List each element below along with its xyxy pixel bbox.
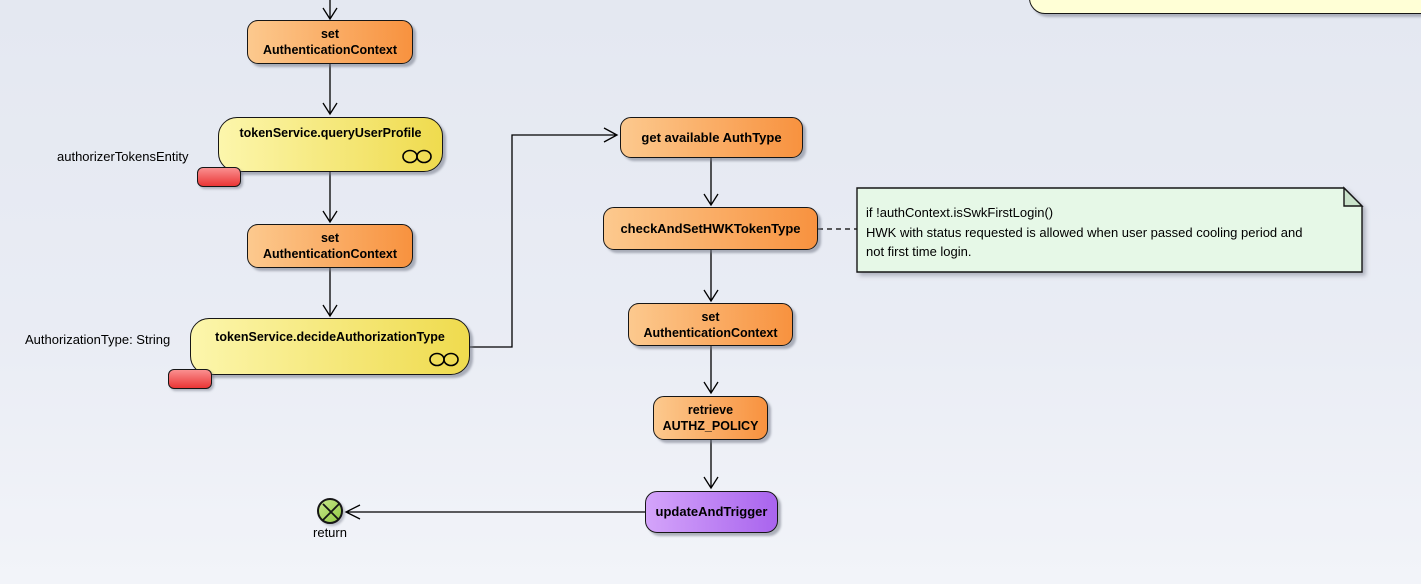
call-behavior-icon	[400, 149, 434, 164]
activity-token-service-query-user-profile[interactable]: tokenService.queryUserProfile	[218, 117, 443, 172]
activity-set-authentication-context-3[interactable]: set AuthenticationContext	[628, 303, 793, 346]
note-text: if !authContext.isSwkFirstLogin() HWK wi…	[866, 205, 1303, 259]
activity-check-and-set-hwk-token-type[interactable]: checkAndSetHWKTokenType	[603, 207, 818, 250]
activity-get-available-auth-type[interactable]: get available AuthType	[620, 117, 803, 158]
activity-set-authentication-context-1[interactable]: set AuthenticationContext	[247, 20, 413, 64]
pin-label-authorization-type: AuthorizationType: String	[25, 332, 171, 347]
flow-arrow-query-user-profile-to-set-context-2	[322, 172, 338, 224]
output-pin-authorization-type[interactable]	[168, 369, 212, 389]
flow-final-x-icon	[322, 503, 340, 521]
activity-final-node[interactable]	[317, 498, 343, 524]
activity-retrieve-authz-policy[interactable]: retrieve AUTHZ_POLICY	[653, 396, 768, 440]
call-behavior-icon	[427, 352, 461, 367]
activity-update-and-trigger[interactable]: updateAndTrigger	[645, 491, 778, 533]
flow-arrow-set-context-2-to-decide-authorization	[322, 268, 338, 318]
flow-arrow-check-hwk-to-set-context-3	[703, 250, 719, 303]
note-body	[856, 187, 1363, 273]
flow-connectors	[322, 0, 857, 520]
flow-arrow-set-context-3-to-retrieve-policy	[703, 346, 719, 395]
partial-note-top-right[interactable]	[1029, 0, 1421, 14]
pin-label-authorizer-tokens-entity: authorizerTokensEntity	[57, 149, 189, 164]
output-pin-authorizer-tokens-entity[interactable]	[197, 167, 241, 187]
activity-label: tokenService.queryUserProfile	[239, 126, 422, 140]
flow-arrow-into-set-context-1	[322, 0, 338, 21]
final-node-label: return	[313, 525, 347, 540]
activity-label: tokenService.decideAuthorizationType	[215, 330, 445, 344]
flow-arrow-retrieve-policy-to-update-trigger	[703, 440, 719, 490]
note-shape[interactable]	[856, 186, 1364, 273]
flow-arrow-set-context-1-to-query-user-profile	[322, 64, 338, 116]
note-fold-corner	[1343, 186, 1364, 207]
activity-token-service-decide-authorization-type[interactable]: tokenService.decideAuthorizationType	[190, 318, 470, 375]
flow-arrow-get-auth-type-to-check-hwk	[703, 158, 719, 207]
flow-arrow-decide-authorization-to-get-auth-type	[470, 127, 619, 348]
flow-arrow-update-trigger-to-return	[344, 504, 645, 520]
activity-set-authentication-context-2[interactable]: set AuthenticationContext	[247, 224, 413, 268]
